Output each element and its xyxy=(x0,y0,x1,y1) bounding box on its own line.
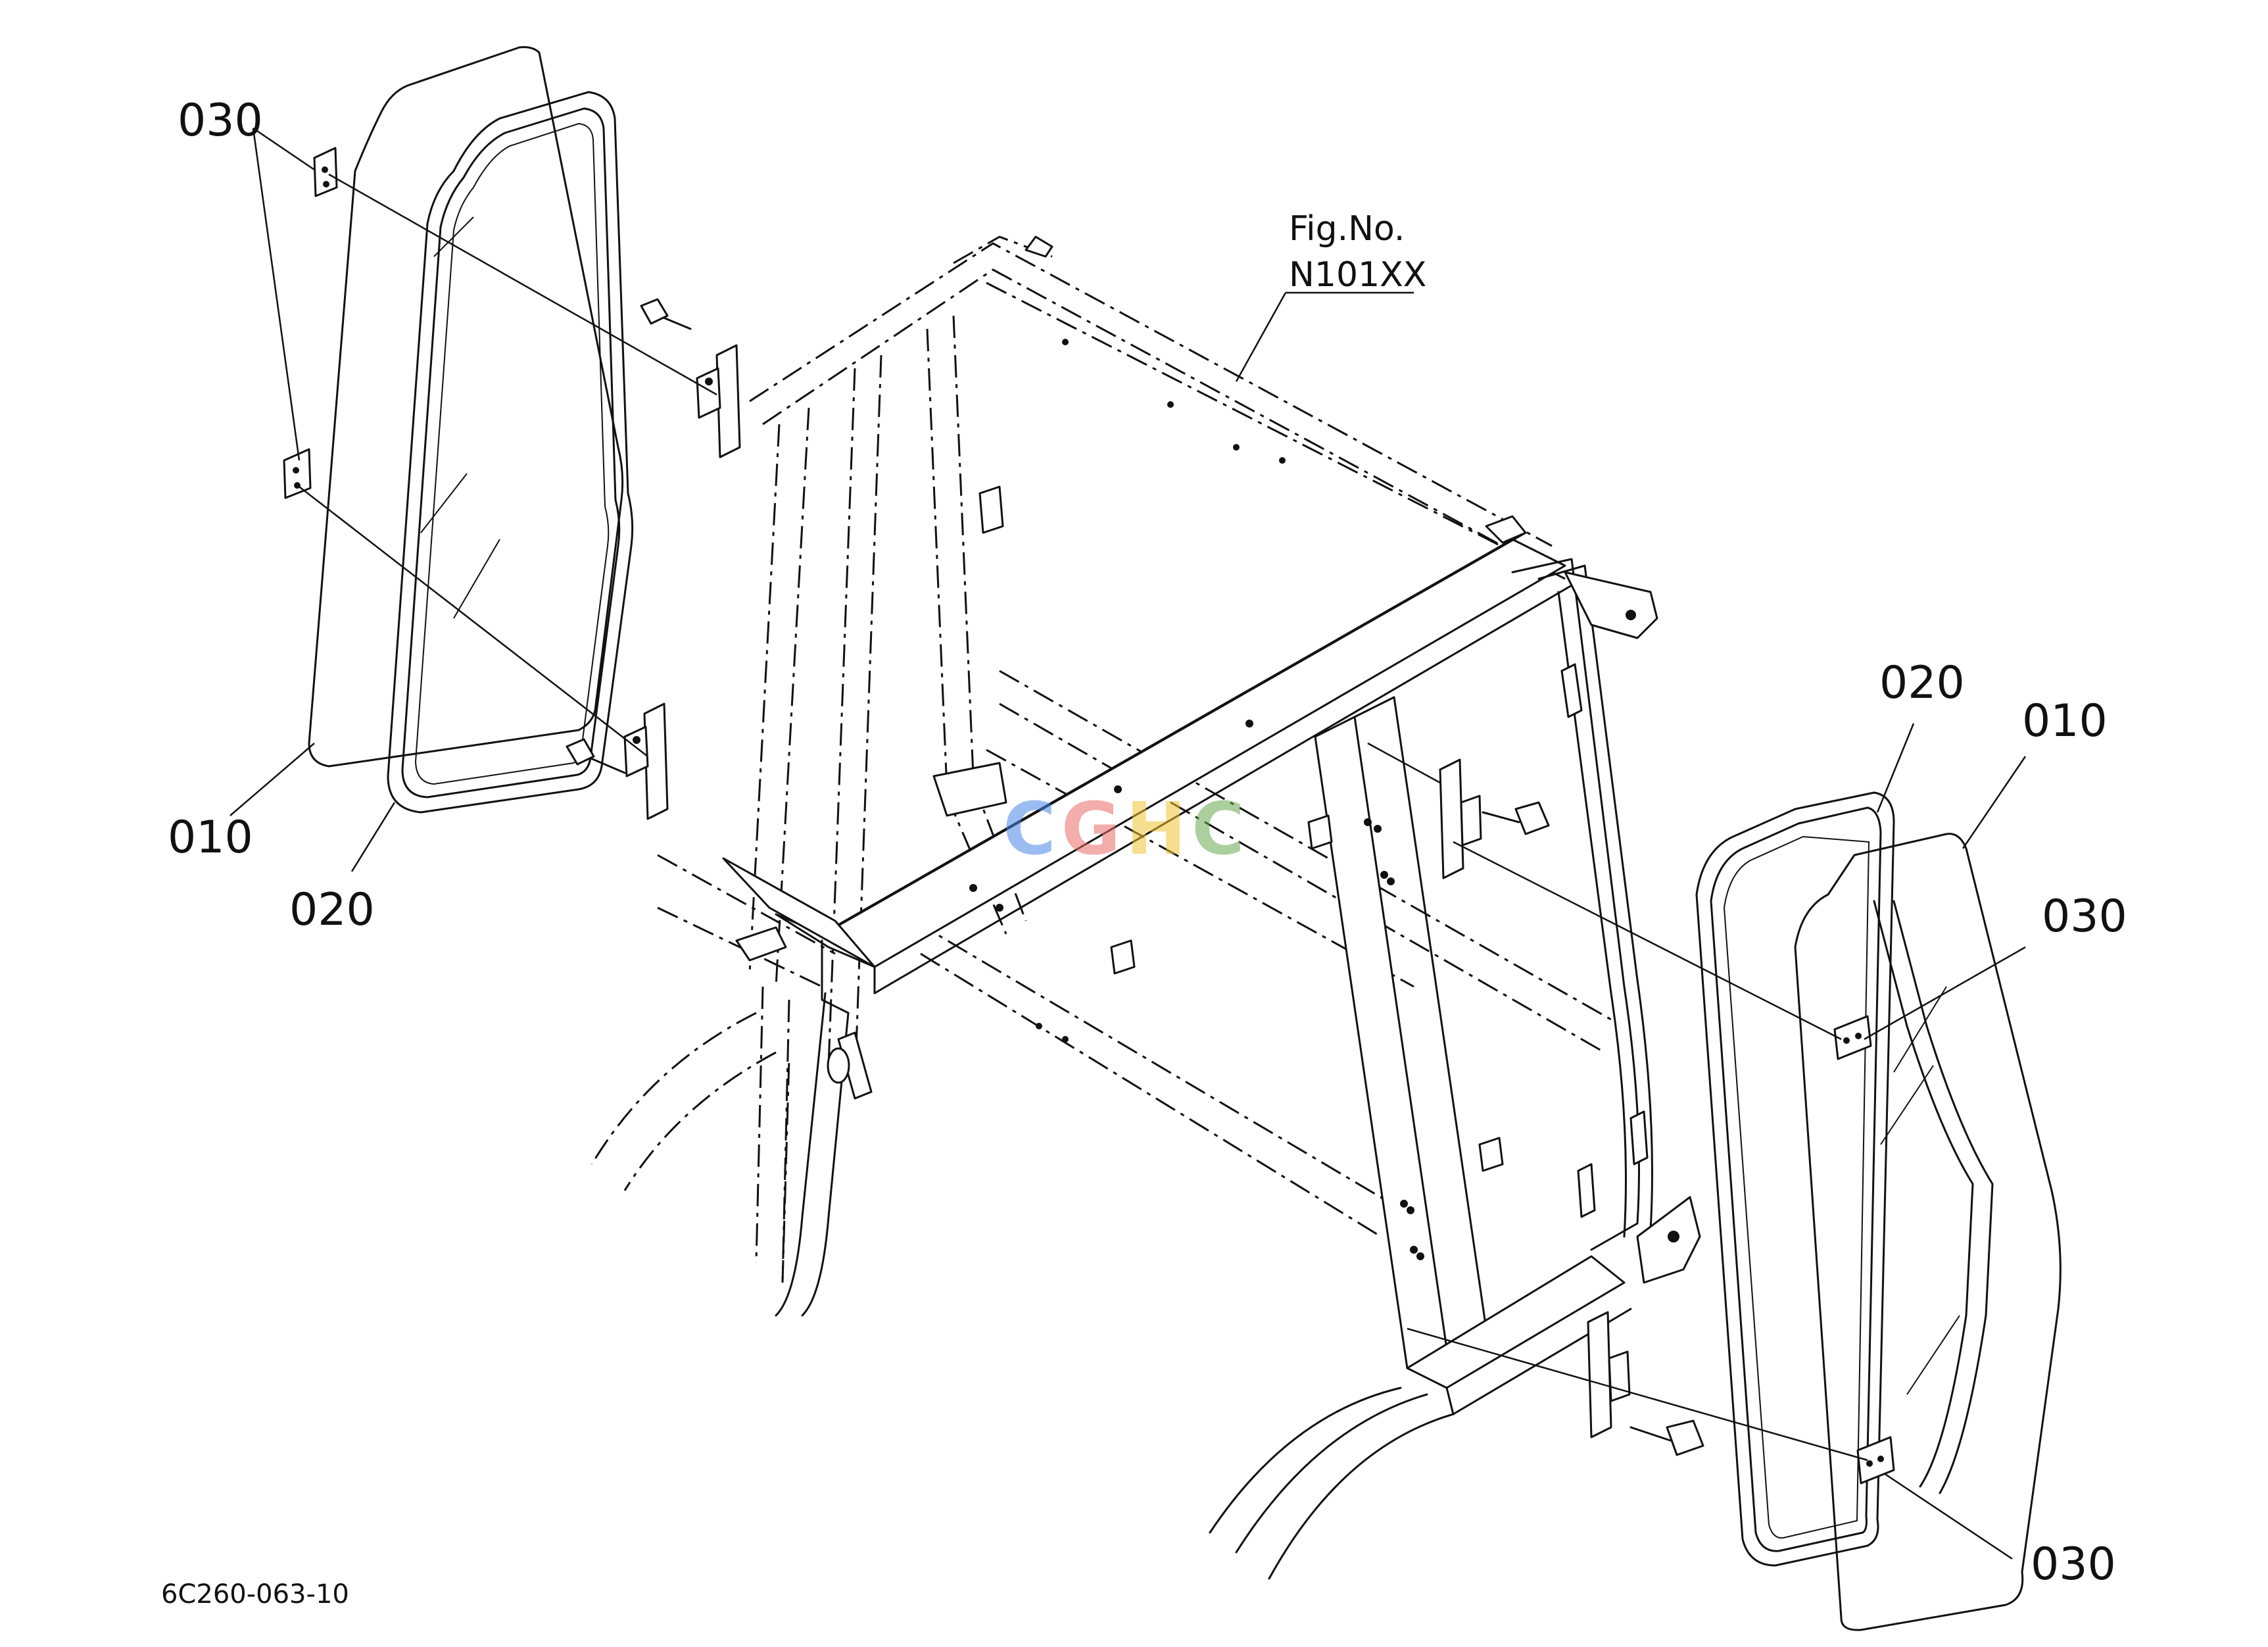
part-label-010: 010 xyxy=(168,812,253,864)
left-window-seal xyxy=(387,91,634,814)
drawing-id: 6C260-063-10 xyxy=(161,1579,349,1610)
left-hinge-bracket-lower xyxy=(566,702,669,820)
right-leader-lines xyxy=(1367,723,2027,1560)
right-hinge-plate-lower xyxy=(1856,1436,1895,1485)
right-hinge-bracket-upper xyxy=(1439,758,1550,879)
watermark-text: CGHC xyxy=(1003,787,1250,871)
part-label-030: 030 xyxy=(2031,1538,2116,1590)
fig-ref-leader xyxy=(1235,291,1414,382)
watermark-letter: G xyxy=(1061,787,1126,871)
left-window-glass xyxy=(308,46,624,768)
right-window-seal xyxy=(1695,791,1895,1567)
left-leader-lines xyxy=(229,127,717,872)
part-label-010: 010 xyxy=(2022,695,2108,747)
part-label-030: 030 xyxy=(178,95,263,147)
right-hinge-plate-upper xyxy=(1833,1015,1872,1060)
right-hinge-bracket-lower xyxy=(1587,1311,1704,1456)
cab-frame xyxy=(591,235,1701,1580)
part-label-030: 030 xyxy=(2042,891,2127,943)
left-hinge-bracket-upper xyxy=(640,298,741,458)
fig-no-label: Fig.No. xyxy=(1289,209,1405,249)
right-window-glass xyxy=(1794,833,2062,1631)
part-label-020: 020 xyxy=(1879,657,1965,709)
left-hinge-plate-upper xyxy=(313,147,338,197)
part-label-020: 020 xyxy=(289,884,375,936)
watermark-letter: H xyxy=(1126,787,1192,871)
watermark-letter: C xyxy=(1192,787,1250,871)
left-hinge-plate-lower xyxy=(283,448,312,499)
watermark-letter: C xyxy=(1003,787,1061,871)
fig-no-value: N101XX xyxy=(1289,255,1427,295)
watermark-logo: CGHC xyxy=(1003,793,1279,865)
